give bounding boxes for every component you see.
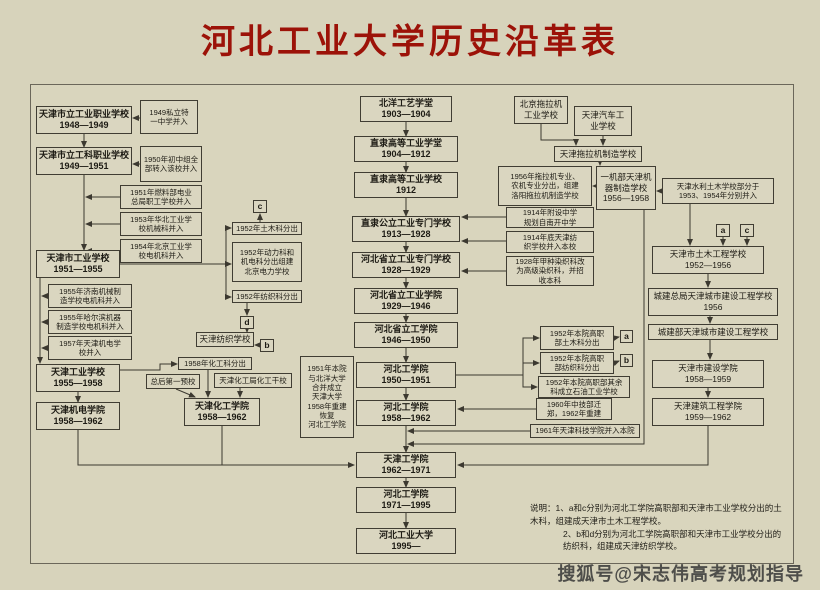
connector-35 (175, 388, 196, 398)
legend-label: 说明： (530, 503, 556, 513)
legend-item-2: 2、b和d分别为河北工学院高职部和天津市工业学校分出的纺织科，组建成天津纺织学校… (563, 528, 782, 552)
connector-46 (522, 335, 540, 375)
legend-line-2: 2、b和d分别为河北工学院高职部和天津市工业学校分出的纺织科，组建成天津纺织学校… (530, 528, 786, 554)
connector-28 (225, 264, 232, 300)
connector-41 (407, 210, 645, 447)
connector-26 (225, 225, 232, 264)
legend-line-1: 说明：1、a和c分别为河北工学院高职部和天津市工业学校分出的土木科，组建成天津市… (530, 502, 786, 528)
connector-37 (540, 124, 579, 146)
page-title: 河北工业大学历史沿革表 (201, 24, 619, 61)
connector-33 (120, 361, 178, 371)
connector-61 (457, 426, 709, 468)
legend-item-1: 1、a和c分别为河北工学院高职部和天津市工业学校分出的土木科，组建成天津市土木工… (530, 503, 782, 526)
connector-15 (77, 430, 355, 468)
connector-48 (522, 375, 538, 390)
legend-notes: 说明：1、a和c分别为河北工学院高职部和天津市工业学校分出的土木科，组建成天津市… (530, 502, 786, 553)
connector-50 (612, 360, 620, 367)
connector-49 (612, 335, 620, 342)
watermark-text: 搜狐号@宋志伟高考规划指导 (557, 564, 804, 584)
